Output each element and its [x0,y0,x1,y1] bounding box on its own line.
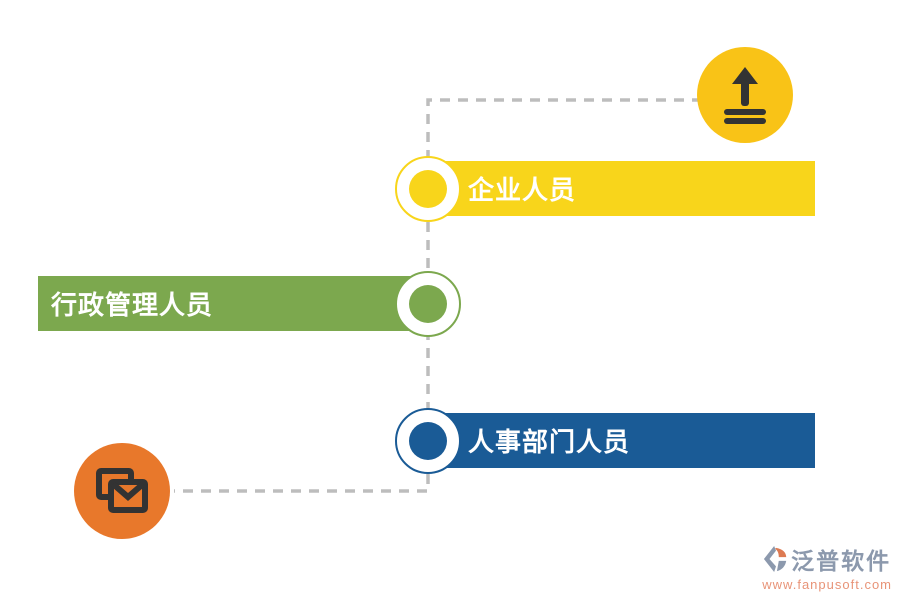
mail-node [74,443,170,539]
watermark-title: 泛普软件 [791,548,892,574]
marker-admin [395,271,461,337]
bar-hr-label: 人事部门人员 [468,427,631,457]
marker-hr [395,408,461,474]
mail-icon [96,468,148,513]
bar-admin-label: 行政管理人员 [51,290,214,320]
bar-enterprise-personnel: 企业人员 [428,161,815,216]
marker-admin-dot [409,285,447,323]
marker-enterprise-dot [409,170,447,208]
upload-node [697,47,793,143]
watermark-url: www.fanpusoft.com [762,577,892,592]
marker-hr-dot [409,422,447,460]
upload-icon [724,67,766,124]
fanpu-logo-icon [764,546,787,572]
watermark: 泛普软件 www.fanpusoft.com [762,542,892,592]
marker-enterprise [395,156,461,222]
bar-admin-personnel: 行政管理人员 [38,276,428,331]
bar-hr-personnel: 人事部门人员 [428,413,815,468]
bar-enterprise-label: 企业人员 [468,175,577,205]
